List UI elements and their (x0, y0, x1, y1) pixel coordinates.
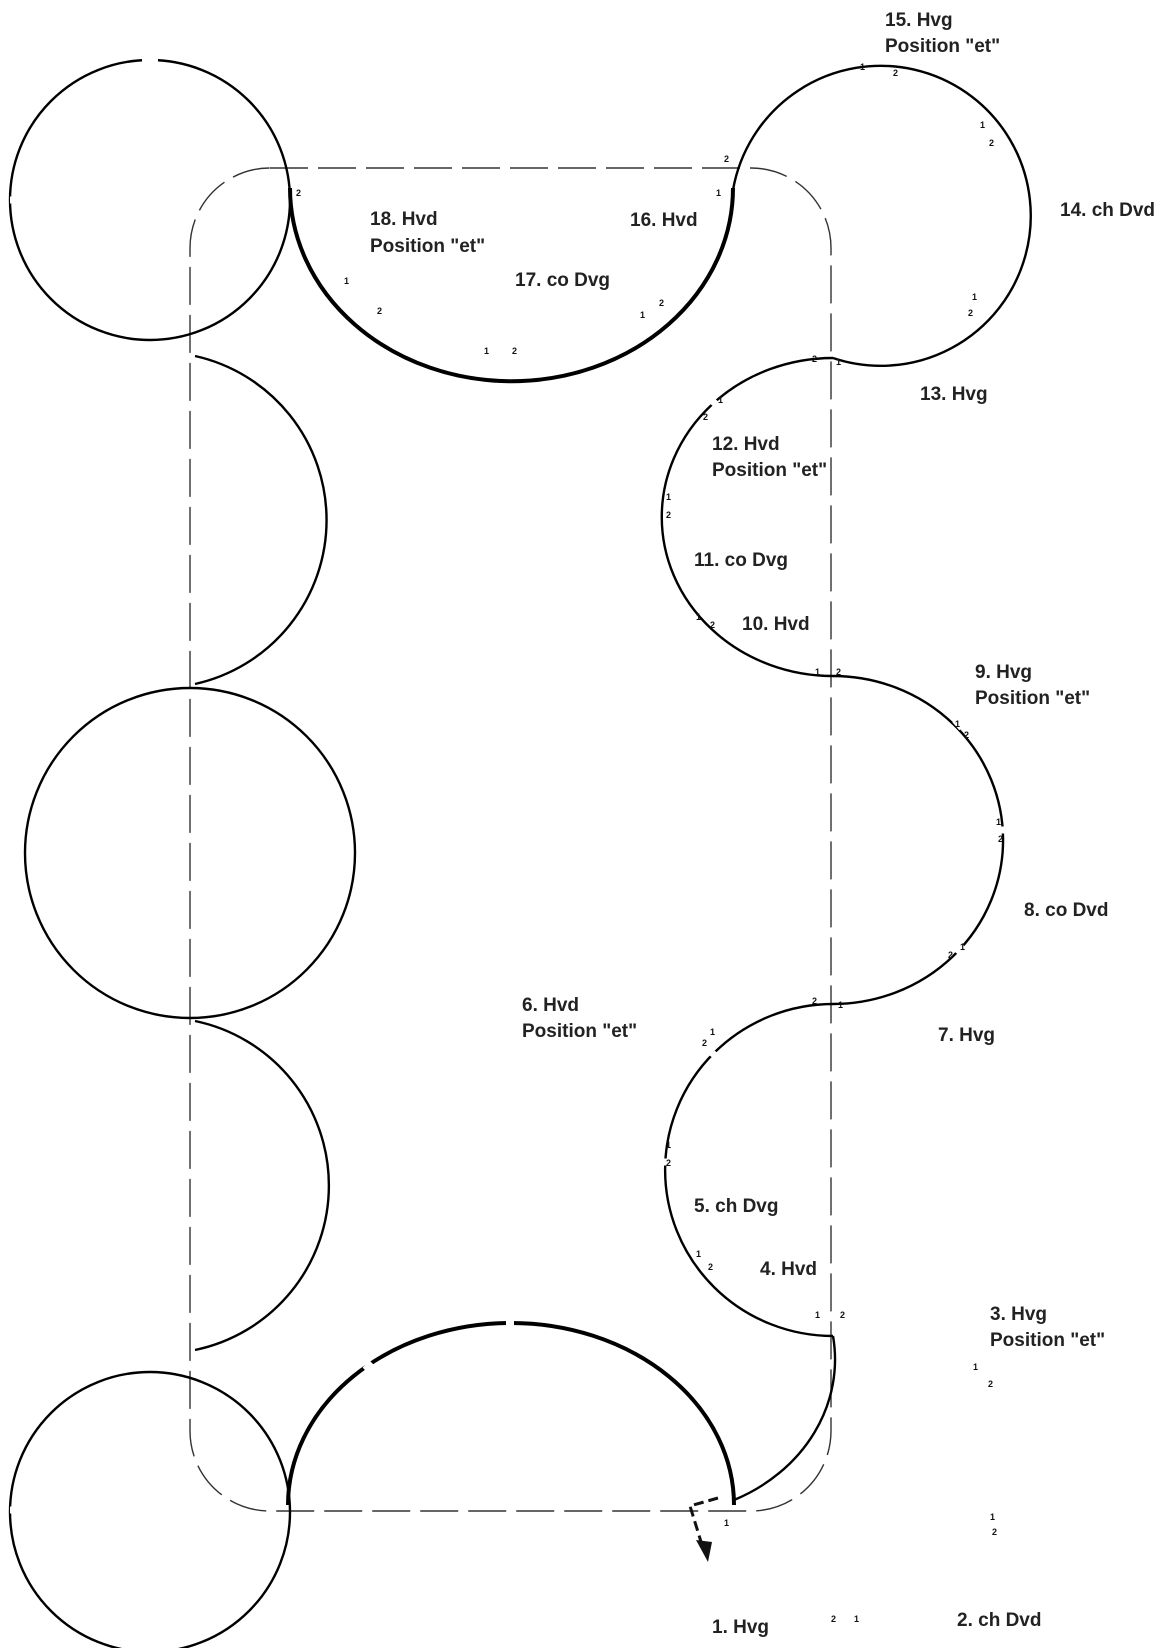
joint-number: 1 (955, 719, 960, 729)
joint-number: 1 (860, 62, 865, 72)
joint-number: 2 (702, 1038, 707, 1048)
label-18-line2: Position "et" (370, 236, 485, 257)
joint-number: 2 (968, 308, 973, 318)
label-2: 2. ch Dvd (957, 1610, 1041, 1631)
label-9-line1: 9. Hvg (975, 662, 1032, 683)
joint-number: 2 (666, 1158, 671, 1168)
label-13: 13. Hvg (920, 384, 988, 405)
joint-number: 1 (724, 1518, 729, 1528)
joint-number: 2 (703, 412, 708, 422)
right-upper-loop (660, 356, 834, 678)
joint-number: 1 (696, 612, 701, 622)
label-17: 17. co Dvg (515, 270, 610, 291)
left-semicircle-1 (194, 354, 328, 686)
joint-number: 1 (666, 492, 671, 502)
label-18-line1: 18. Hvd (370, 209, 438, 230)
joint-number: 2 (964, 730, 969, 740)
label-9-line2: Position "et" (975, 688, 1090, 709)
joint-number: 2 (998, 834, 1003, 844)
left-track-circles (8, 54, 366, 1648)
label-5: 5. ch Dvg (694, 1196, 778, 1217)
joint-number: 2 (831, 1614, 836, 1624)
left-circle-top (8, 58, 292, 342)
joint-number: 2 (948, 950, 953, 960)
joint-number: 2 (710, 620, 715, 630)
label-10: 10. Hvd (742, 614, 810, 635)
label-4: 4. Hvd (760, 1259, 817, 1280)
top-right-circle (731, 64, 1032, 367)
label-15-line2: Position "et" (885, 36, 1000, 57)
joint-number: 2 (840, 1310, 845, 1320)
joint-number: 1 (718, 395, 723, 405)
label-15-line1: 15. Hvg (885, 10, 953, 31)
joint-number: 2 (724, 154, 729, 164)
right-bulge-upper (832, 674, 1005, 1006)
joint-numbers: 1 2 1 1 2 1 2 1 2 1 2 1 2 2 1 2 1 2 1 1 … (296, 62, 1003, 1624)
joint-number: 2 (812, 354, 817, 364)
joint-number: 1 (838, 1000, 843, 1010)
joint-number: 1 (696, 1249, 701, 1259)
joint-number: 2 (836, 667, 841, 677)
joint-number: 1 (854, 1614, 859, 1624)
start-arrow (688, 1496, 719, 1562)
top-arc (288, 187, 735, 384)
joint-number: 1 (836, 357, 841, 367)
joint-number: 1 (980, 120, 985, 130)
bottom-right-circle (733, 1335, 837, 1502)
right-lower-loop (663, 1002, 834, 1338)
label-7: 7. Hvg (938, 1025, 995, 1046)
label-12-line2: Position "et" (712, 460, 827, 481)
joint-number: 2 (988, 1379, 993, 1389)
piece-labels: 1. Hvg 2. ch Dvd 3. Hvg Position "et" 4.… (370, 10, 1154, 1638)
joint-number: 1 (710, 1027, 715, 1037)
label-3-line2: Position "et" (990, 1330, 1105, 1351)
joint-number: 1 (666, 1140, 671, 1150)
joint-number: 2 (296, 188, 301, 198)
joint-number: 1 (960, 942, 965, 952)
label-14: 14. ch Dvd (1060, 200, 1154, 221)
joint-number: 1 (484, 346, 489, 356)
joint-number: 1 (716, 188, 721, 198)
label-12-line1: 12. Hvd (712, 434, 780, 455)
joint-number: 1 (973, 1362, 978, 1372)
left-circle-middle (23, 686, 357, 1020)
label-6-line1: 6. Hvd (522, 995, 579, 1016)
joint-number: 2 (512, 346, 517, 356)
dashed-guide-path (189, 167, 832, 1512)
joint-number: 2 (812, 996, 817, 1006)
joint-number: 2 (659, 298, 664, 308)
joint-number: 2 (989, 138, 994, 148)
joint-number: 2 (666, 510, 671, 520)
joint-number: 2 (377, 306, 382, 316)
joint-number: 1 (972, 292, 977, 302)
label-16: 16. Hvd (630, 210, 698, 231)
joint-number: 1 (815, 1310, 820, 1320)
joint-number: 1 (640, 310, 645, 320)
joint-number: 2 (708, 1262, 713, 1272)
joint-number: 2 (992, 1527, 997, 1537)
bottom-arc (286, 1321, 736, 1506)
joint-number: 1 (996, 817, 1001, 827)
label-3-line1: 3. Hvg (990, 1304, 1047, 1325)
left-circle-bottom (8, 1370, 292, 1648)
label-1: 1. Hvg (712, 1617, 769, 1638)
label-11: 11. co Dvg (694, 550, 788, 571)
left-semicircle-2 (194, 1019, 331, 1352)
joint-number: 1 (990, 1512, 995, 1522)
joint-number: 1 (815, 667, 820, 677)
label-8: 8. co Dvd (1024, 900, 1108, 921)
label-6-line2: Position "et" (522, 1021, 637, 1042)
joint-number: 2 (893, 68, 898, 78)
joint-number: 1 (344, 276, 349, 286)
